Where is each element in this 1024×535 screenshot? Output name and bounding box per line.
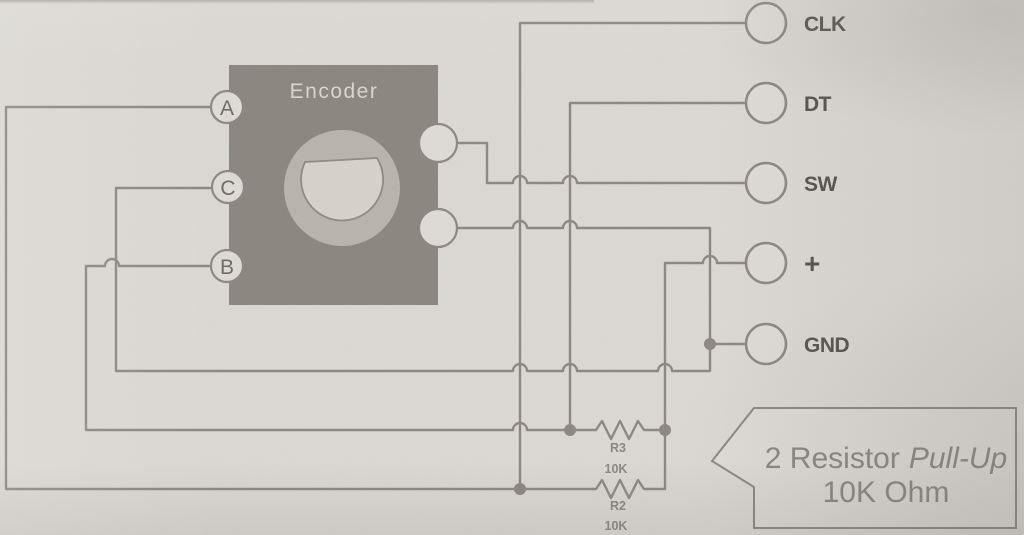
photographed-schematic-page: Encoder A C B CLK	[0, 0, 1024, 535]
photo-grain-overlay	[0, 0, 1024, 535]
rotary-encoder-schematic: Encoder A C B CLK	[0, 0, 1024, 535]
